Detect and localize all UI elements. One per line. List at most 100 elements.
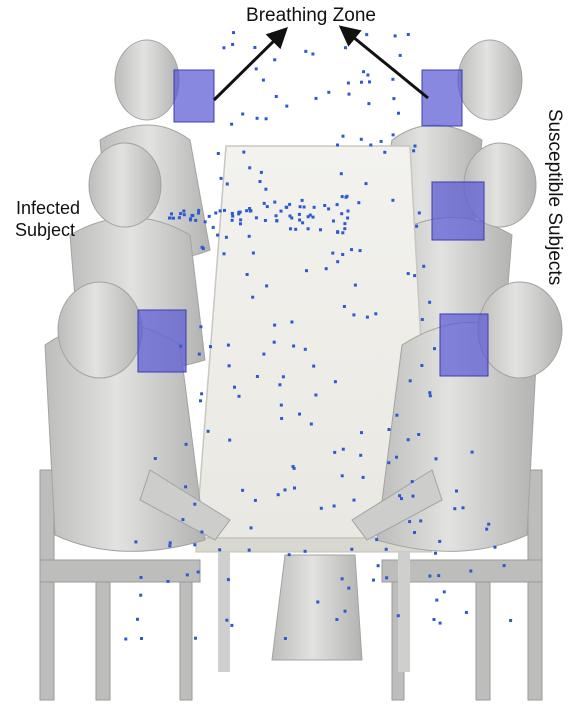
aerosol-particle [284, 488, 287, 491]
aerosol-particle [418, 211, 421, 214]
aerosol-particle [307, 227, 310, 230]
aerosol-particle [336, 203, 339, 206]
aerosol-particle [391, 199, 394, 202]
aerosol-particle [277, 493, 280, 496]
aerosol-particle [323, 204, 326, 207]
aerosol-particle [256, 375, 259, 378]
aerosol-particle [350, 548, 353, 551]
aerosol-particle [299, 205, 302, 208]
aerosol-particle [419, 519, 422, 522]
aerosol-particle [264, 219, 267, 222]
aerosol-particle [465, 611, 468, 614]
aerosol-particle [362, 476, 365, 479]
aerosol-particle [252, 252, 255, 255]
aerosol-particle [189, 218, 192, 221]
breathing-zone-back-left [174, 70, 214, 122]
aerosol-particle [341, 474, 344, 477]
aerosol-particle [383, 151, 386, 154]
aerosol-particle [289, 227, 292, 230]
aerosol-particle [429, 394, 432, 397]
aerosol-particle [191, 214, 194, 217]
aerosol-particle [230, 123, 233, 126]
aerosol-particle [154, 457, 157, 460]
aerosol-particle [420, 364, 423, 367]
aerosol-particle [325, 267, 328, 270]
aerosol-particle [280, 404, 283, 407]
aerosol-particle [232, 31, 235, 34]
aerosol-particle [262, 79, 265, 82]
aerosol-particle [336, 231, 339, 234]
aerosol-particle [241, 113, 244, 116]
aerosol-particle [218, 548, 221, 551]
aerosol-particle [248, 235, 251, 238]
aerosol-particle [319, 228, 322, 231]
aerosol-particle [260, 171, 263, 174]
aerosol-particle [179, 212, 182, 215]
aerosol-particle [228, 439, 231, 442]
aerosol-particle [227, 578, 230, 581]
aerosol-particle [273, 324, 276, 327]
aerosol-particle [360, 431, 363, 434]
aerosol-particle [136, 618, 139, 621]
aerosol-particle [255, 67, 258, 70]
aerosol-particle [342, 448, 345, 451]
aerosol-particle [312, 365, 315, 368]
aerosol-particle [487, 523, 490, 526]
aerosol-particle [134, 540, 137, 543]
aerosol-particle [380, 140, 383, 143]
aerosol-particle [199, 325, 202, 328]
aerosol-particle [208, 215, 211, 218]
breathing-zone-arrows [214, 28, 428, 100]
aerosol-particle [200, 392, 203, 395]
aerosol-particle [347, 82, 350, 85]
aerosol-particle [227, 344, 230, 347]
aerosol-particle [226, 183, 229, 186]
aerosol-particle [343, 305, 346, 308]
aerosol-particle [259, 180, 262, 183]
aerosol-particle [301, 199, 304, 202]
aerosol-particle [293, 487, 296, 490]
aerosol-particle [421, 318, 424, 321]
aerosol-particle [494, 546, 497, 549]
aerosol-particle [194, 219, 197, 222]
aerosol-particle [347, 210, 350, 213]
aerosol-particle [262, 353, 265, 356]
aerosol-particle [225, 619, 228, 622]
aerosol-particle [294, 228, 297, 231]
aerosol-particle [395, 456, 398, 459]
aerosol-particle [263, 202, 266, 205]
aerosol-particle [169, 541, 172, 544]
aerosol-particle [343, 222, 346, 225]
aerosol-particle [168, 544, 171, 547]
aerosol-particle [242, 151, 245, 154]
aerosol-particle [288, 553, 291, 556]
infected-subject-label-line1: Infected [16, 198, 80, 218]
aerosol-particle [397, 112, 400, 115]
aerosol-particle [485, 528, 488, 531]
aerosol-particle [246, 273, 249, 276]
aerosol-particle [335, 618, 338, 621]
aerosol-particle [197, 209, 200, 212]
aerosol-particle [200, 531, 203, 534]
breathing-zone-label: Breathing Zone [246, 5, 376, 26]
aerosol-particle [331, 252, 334, 255]
aerosol-particle [265, 284, 268, 287]
aerosol-particle [360, 138, 363, 141]
aerosol-particle [354, 284, 357, 287]
aerosol-particle [275, 95, 278, 98]
aerosol-particle [327, 91, 330, 94]
aerosol-particle [249, 210, 252, 213]
aerosol-particle [298, 413, 301, 416]
aerosol-particle [209, 345, 212, 348]
aerosol-particle [186, 573, 189, 576]
aerosol-particle [435, 457, 438, 460]
aerosol-particle [304, 50, 307, 53]
aerosol-particle [347, 587, 350, 590]
aerosol-particle [348, 93, 351, 96]
aerosol-particle [385, 548, 388, 551]
aerosol-particle [219, 209, 222, 212]
aerosol-particle [201, 246, 204, 249]
aerosol-particle [238, 395, 241, 398]
aerosol-particle [375, 538, 378, 541]
aerosol-particle [360, 81, 363, 84]
